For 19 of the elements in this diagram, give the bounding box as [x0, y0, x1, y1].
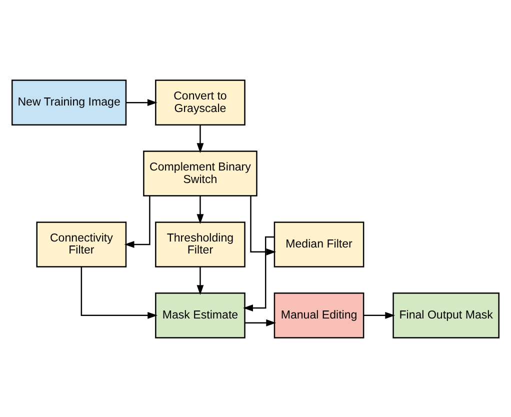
- arrow: [364, 311, 396, 318]
- arrow: [250, 195, 276, 255]
- node-box: Thresholding Filter: [155, 221, 246, 267]
- node-box: Connectivity Filter: [36, 221, 127, 267]
- node-box: Manual Editing: [274, 292, 364, 338]
- arrow: [80, 266, 158, 318]
- arrow: [196, 124, 204, 153]
- node-box: Mask Estimate: [155, 292, 246, 338]
- arrow: [196, 266, 204, 294]
- arrow: [243, 236, 274, 311]
- node-box: Median Filter: [274, 221, 364, 267]
- node-box: Complement Binary Switch: [143, 150, 258, 196]
- node-box: New Training Image: [12, 79, 127, 125]
- node-box: Final Output Mask: [392, 292, 500, 338]
- arrow: [126, 98, 158, 106]
- arrow: [244, 318, 276, 326]
- arrow: [124, 195, 150, 248]
- arrow: [196, 195, 204, 224]
- node-box: Convert to Grayscale: [155, 79, 246, 125]
